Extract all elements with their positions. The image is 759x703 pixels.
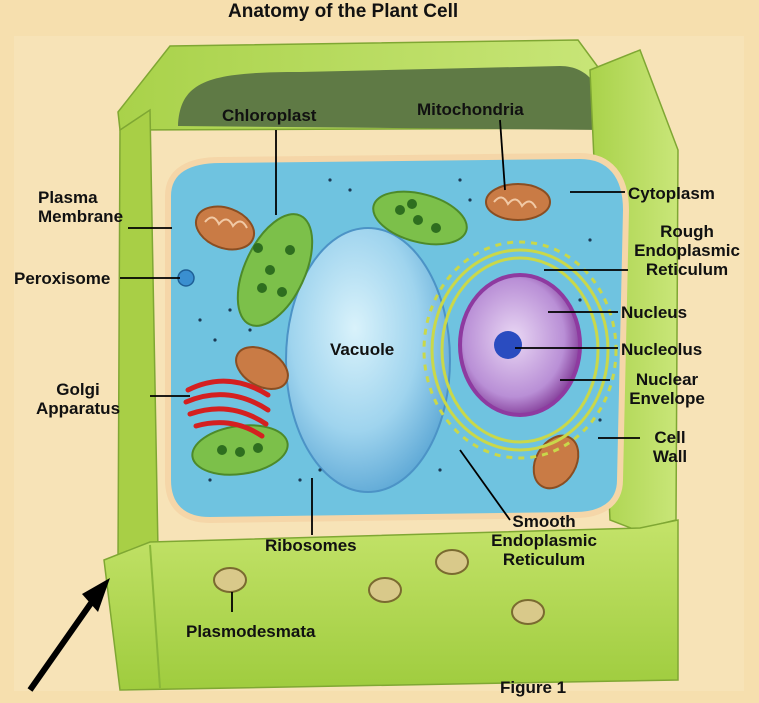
label-plasmodesmata: Plasmodesmata — [186, 622, 315, 641]
label-chloroplast: Chloroplast — [222, 106, 316, 125]
label-smooth-er: Smooth Endoplasmic Reticulum — [480, 512, 608, 569]
vacuole — [286, 228, 450, 492]
figure-label: Figure 1 — [500, 678, 566, 697]
label-ribosomes: Ribosomes — [265, 536, 357, 555]
label-plasma-membrane: Plasma Membrane — [38, 188, 123, 226]
label-nuclear-envelope: Nuclear Envelope — [612, 370, 722, 408]
label-rough-er: Rough Endoplasmic Reticulum — [626, 222, 748, 279]
peroxisome — [178, 270, 194, 286]
label-nucleus: Nucleus — [621, 303, 687, 322]
diagram-title: Anatomy of the Plant Cell — [228, 2, 458, 21]
label-golgi-apparatus: Golgi Apparatus — [28, 380, 128, 418]
label-nucleolus: Nucleolus — [621, 340, 702, 359]
label-peroxisome: Peroxisome — [14, 269, 110, 288]
label-cell-wall: Cell Wall — [640, 428, 700, 466]
label-mitochondria: Mitochondria — [417, 100, 524, 119]
nucleolus — [494, 331, 522, 359]
label-cytoplasm: Cytoplasm — [628, 184, 715, 203]
label-vacuole: Vacuole — [330, 340, 394, 359]
